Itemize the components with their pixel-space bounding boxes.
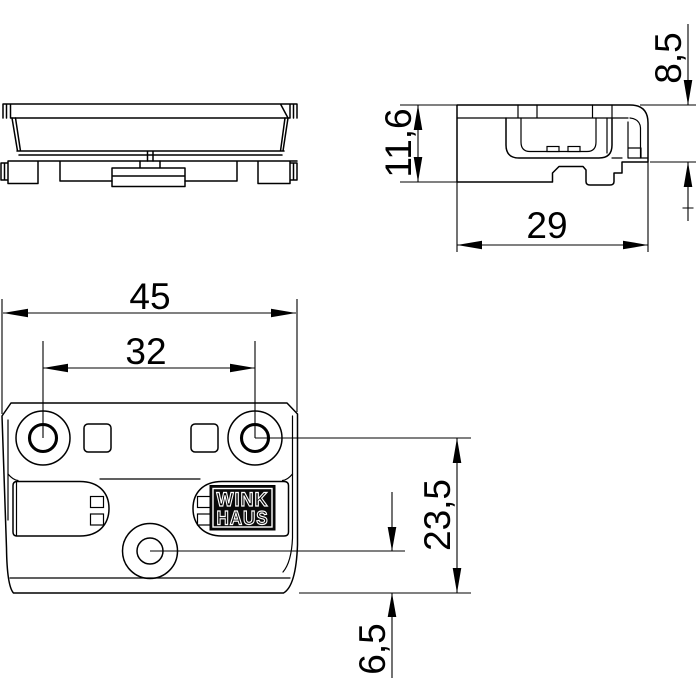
dim-hole-spacing: 32 [42, 331, 256, 438]
dim-116-label: 11,6 [378, 108, 419, 177]
dim-116-extension-lines [400, 104, 457, 183]
pocket-right [192, 480, 290, 537]
arrowhead [452, 438, 462, 463]
dim-45-label: 45 [129, 276, 170, 317]
dim-total-width: 45 [1, 276, 298, 414]
square-recess-left [83, 423, 112, 453]
arrowhead [413, 105, 423, 130]
side-right-hook [627, 121, 649, 159]
plan-view: WINK HAUS [1, 402, 299, 594]
dim-29-label: 29 [526, 205, 567, 246]
arrowhead [623, 240, 648, 250]
pocket-right-notch-top [196, 495, 212, 509]
arrowhead [387, 593, 397, 617]
arrowhead [230, 363, 255, 373]
side-pocket-outer [505, 117, 613, 159]
dim-65-label: 6,5 [352, 623, 393, 674]
dim-45-extension-lines [1, 299, 298, 414]
winkhaus-logo: WINK HAUS [209, 485, 276, 531]
arrowhead [43, 363, 68, 373]
dim-top-height: 8,5 [640, 24, 696, 221]
arrowhead [413, 157, 423, 182]
arrowhead [457, 240, 482, 250]
dim-total-height: 11,6 [378, 104, 457, 183]
pocket-left-notch-bottom [89, 513, 105, 526]
dim-32-label: 32 [125, 331, 166, 372]
arrowhead [452, 568, 462, 593]
front-top-band [2, 103, 298, 119]
arrowhead [683, 162, 693, 187]
dim-85-label: 8,5 [648, 32, 689, 83]
logo-inner-border [212, 487, 273, 528]
pocket-left [12, 480, 110, 537]
dim-235-extension-lines [255, 437, 471, 594]
dim-32-extension-lines [42, 341, 256, 438]
front-view [0, 103, 298, 188]
logo-text-line1: WINK [217, 490, 269, 511]
plan-outline [1, 402, 299, 594]
side-view [456, 104, 649, 186]
front-center-plate [111, 160, 186, 188]
plan-divider-line [7, 473, 294, 482]
arrowhead [3, 308, 28, 318]
dim-depth: 29 [456, 162, 649, 252]
logo-plate [209, 485, 276, 531]
front-foot-row [0, 160, 298, 185]
square-recess-right [190, 423, 219, 453]
pocket-right-notch-bottom [196, 513, 212, 526]
dim-29-extension-lines [456, 162, 649, 252]
side-top-band [456, 104, 642, 159]
side-pocket-nub-right [567, 145, 581, 153]
dim-small-hole-to-bottom: 6,5 [150, 492, 405, 678]
pocket-left-notch-top [89, 495, 105, 509]
side-outline [456, 104, 649, 186]
dim-235-label: 23,5 [417, 479, 458, 551]
arrowhead [387, 527, 397, 551]
arrowhead [271, 308, 296, 318]
front-body-edges [11, 117, 289, 162]
dim-hole-axis-to-bottom: 23,5 [255, 437, 471, 594]
side-pocket-nub-left [546, 145, 560, 153]
arrowhead [683, 80, 693, 105]
logo-text-line2: HAUS [217, 509, 269, 530]
